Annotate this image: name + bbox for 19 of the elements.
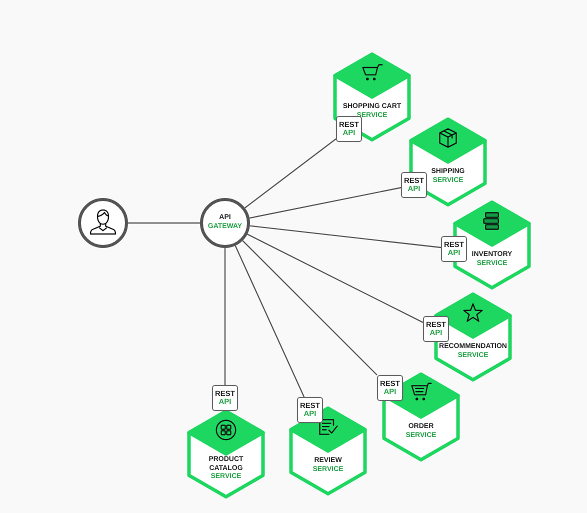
- gateway-circle: [200, 198, 250, 248]
- service-hexagon: [187, 409, 265, 499]
- api-tag: [423, 316, 449, 342]
- connector-line: [234, 246, 305, 398]
- connector-line: [244, 138, 336, 208]
- user-circle: [78, 198, 128, 248]
- api-tag: [212, 385, 238, 411]
- connector-line: [242, 240, 378, 376]
- api-tag: [441, 236, 467, 262]
- api-tag: [377, 375, 403, 401]
- connector-line: [247, 234, 424, 323]
- connector-line: [249, 187, 402, 219]
- connector-line: [224, 248, 226, 385]
- api-tag: [336, 116, 362, 142]
- api-tag: [297, 397, 323, 423]
- connector-line: [250, 225, 442, 248]
- service-hexagon: [382, 372, 460, 462]
- connector-line: [128, 222, 200, 224]
- api-tag: [401, 172, 427, 198]
